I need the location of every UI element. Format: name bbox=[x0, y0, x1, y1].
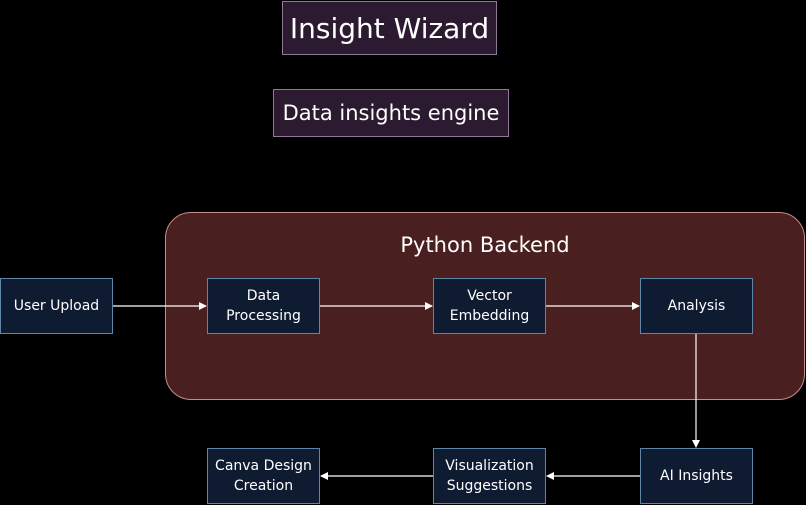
node-canva-design-creation: Canva Design Creation bbox=[207, 448, 320, 504]
node-ai-insights: AI Insights bbox=[640, 448, 753, 504]
python-backend-label: Python Backend bbox=[400, 233, 570, 257]
node-vector-embedding-label: Vector Embedding bbox=[449, 288, 530, 324]
node-user-upload-label: User Upload bbox=[13, 298, 100, 314]
node-data-processing: Data Processing bbox=[207, 278, 320, 334]
node-data-processing-label: Data Processing bbox=[226, 288, 301, 324]
node-visualization-suggestions-label: Visualization Suggestions bbox=[445, 458, 534, 494]
node-ai-insights-label: AI Insights bbox=[660, 468, 733, 484]
node-analysis: Analysis bbox=[640, 278, 753, 334]
node-visualization-suggestions: Visualization Suggestions bbox=[433, 448, 546, 504]
node-vector-embedding: Vector Embedding bbox=[433, 278, 546, 334]
node-canva-design-creation-label: Canva Design Creation bbox=[215, 458, 312, 494]
diagram-subtitle: Data insights engine bbox=[273, 89, 509, 137]
node-analysis-label: Analysis bbox=[667, 298, 726, 314]
diagram-title: Insight Wizard bbox=[282, 1, 497, 55]
node-user-upload: User Upload bbox=[0, 278, 113, 334]
